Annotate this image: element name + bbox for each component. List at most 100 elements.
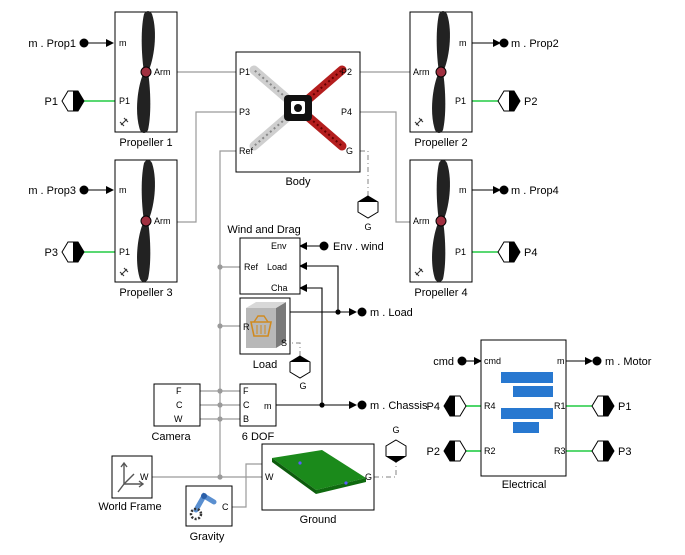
connection-tag-g-load[interactable]: G — [289, 355, 311, 391]
propeller-4-block[interactable]: m Arm P1 Propeller 4 — [409, 159, 473, 299]
cargo-box-icon — [246, 302, 286, 348]
signal-prop2[interactable]: m . Prop2 — [499, 38, 559, 50]
signal-chassis[interactable]: m . Chassis — [357, 400, 428, 412]
hex-tags: P1 P2 P3 P4 G G — [45, 90, 631, 463]
propeller-1-port-m: m — [119, 38, 127, 48]
electrical-port-r1: R1 — [554, 401, 566, 411]
propeller-3-block[interactable]: m Arm P1 Propeller 3 — [114, 159, 178, 299]
axes-icon — [117, 461, 145, 493]
signal-cmd[interactable]: cmd — [433, 356, 467, 368]
ground-block[interactable]: W G Ground — [261, 443, 375, 526]
body-block[interactable]: P1 P2 P3 P4 Ref G Body — [235, 51, 361, 188]
mechanical-connections — [152, 71, 420, 508]
connection-tag-g-body[interactable]: G — [357, 195, 379, 232]
propeller-4-port-p1: P1 — [455, 247, 466, 257]
link-icon — [414, 117, 424, 127]
tag-label: P2 — [427, 446, 440, 458]
propeller-4-port-m: m — [459, 185, 467, 195]
wind-port-load: Load — [267, 262, 287, 272]
propeller-3-label: Propeller 3 — [119, 287, 172, 299]
body-label: Body — [285, 176, 311, 188]
tag-label: P3 — [45, 247, 58, 259]
load-port-s: S — [281, 338, 287, 348]
connection-tag-el-p4[interactable]: P4 — [427, 395, 467, 417]
gravity-port-c: C — [222, 502, 229, 512]
propeller-1-port-p1: P1 — [119, 96, 130, 106]
electrical-block[interactable]: cmd m R4 R1 R2 R3 Electrical — [480, 339, 567, 491]
dof-port-m: m — [264, 401, 272, 411]
propeller-1-port-arm: Arm — [154, 67, 171, 77]
tag-label: P3 — [618, 446, 631, 458]
electrical-port-r4: R4 — [484, 401, 496, 411]
wind-port-cha: Cha — [271, 283, 288, 293]
electrical-connections — [84, 100, 592, 452]
signal-endpoints: m . Prop1 m . Prop2 m . Prop3 m . Prop4 … — [28, 38, 651, 412]
link-icon — [414, 267, 424, 277]
signal-load[interactable]: m . Load — [357, 307, 413, 319]
electrical-port-m: m — [557, 356, 565, 366]
signal-label: m . Motor — [605, 356, 652, 368]
wind-and-drag-block[interactable]: Wind and Drag Env Ref Load Cha — [227, 224, 301, 295]
tag-label: P1 — [45, 96, 58, 108]
propeller-2-label: Propeller 2 — [414, 137, 467, 149]
load-block[interactable]: R S Load — [239, 297, 291, 371]
signal-lines — [84, 39, 593, 409]
connection-tag-p3-left[interactable]: P3 — [45, 241, 85, 263]
tag-label: G — [392, 425, 399, 435]
tag-label: P1 — [618, 401, 631, 413]
wind-port-env: Env — [271, 241, 287, 251]
six-dof-label: 6 DOF — [242, 431, 275, 443]
propeller-2-port-p1: P1 — [455, 96, 466, 106]
link-icon — [119, 267, 129, 277]
tag-label: G — [299, 381, 306, 391]
camera-port-f: F — [176, 386, 182, 396]
connection-tag-g-ground[interactable]: G — [385, 425, 407, 463]
propeller-3-port-p1: P1 — [119, 247, 130, 257]
signal-junctions — [319, 309, 341, 408]
electrical-port-r2: R2 — [484, 446, 496, 456]
gravity-block[interactable]: C Gravity — [185, 485, 233, 543]
wind-and-drag-label: Wind and Drag — [227, 224, 300, 236]
world-frame-label: World Frame — [98, 501, 161, 513]
signal-label: m . Prop1 — [28, 38, 76, 50]
tag-label: P2 — [524, 96, 537, 108]
signal-motor[interactable]: m . Motor — [592, 356, 652, 368]
signal-label: m . Load — [370, 307, 413, 319]
electrical-port-cmd: cmd — [484, 356, 501, 366]
body-port-g: G — [346, 146, 353, 156]
connection-tag-p1-left[interactable]: P1 — [45, 90, 85, 112]
signal-label: m . Chassis — [370, 400, 428, 412]
robot-arm-icon — [189, 492, 217, 521]
ground-port-g: G — [365, 472, 372, 482]
ground-label: Ground — [300, 514, 337, 526]
electrical-icon — [501, 372, 553, 433]
propeller-3-port-arm: Arm — [154, 216, 171, 226]
signal-env-wind[interactable]: Env . wind — [319, 241, 384, 253]
signal-label: m . Prop2 — [511, 38, 559, 50]
load-label: Load — [253, 359, 277, 371]
connection-tag-el-p1[interactable]: P1 — [591, 395, 631, 417]
signal-prop1[interactable]: m . Prop1 — [28, 38, 89, 50]
connection-tag-el-p2[interactable]: P2 — [427, 440, 467, 462]
signal-prop3[interactable]: m . Prop3 — [28, 185, 89, 197]
wind-port-ref: Ref — [244, 262, 259, 272]
six-dof-block[interactable]: F C B m 6 DOF — [239, 383, 277, 443]
junctions — [217, 264, 223, 480]
signal-label: m . Prop3 — [28, 185, 76, 197]
body-port-ref: Ref — [239, 146, 254, 156]
camera-block[interactable]: F C W Camera — [151, 383, 201, 443]
gravity-label: Gravity — [190, 531, 225, 543]
propeller-1-block[interactable]: m Arm P1 Propeller 1 — [114, 10, 178, 149]
connection-tag-p4-right[interactable]: P4 — [497, 241, 537, 263]
world-frame-block[interactable]: W World Frame — [98, 455, 162, 513]
connection-tag-p2-right[interactable]: P2 — [497, 90, 537, 112]
signal-prop4[interactable]: m . Prop4 — [499, 185, 559, 197]
body-port-p2: P2 — [341, 67, 352, 77]
propeller-2-block[interactable]: m Arm P1 Propeller 2 — [409, 10, 473, 149]
dof-port-b: B — [243, 414, 249, 424]
connection-tag-el-p3[interactable]: P3 — [591, 440, 631, 462]
propeller-4-port-arm: Arm — [413, 216, 430, 226]
electrical-label: Electrical — [502, 479, 547, 491]
body-port-p3: P3 — [239, 107, 250, 117]
